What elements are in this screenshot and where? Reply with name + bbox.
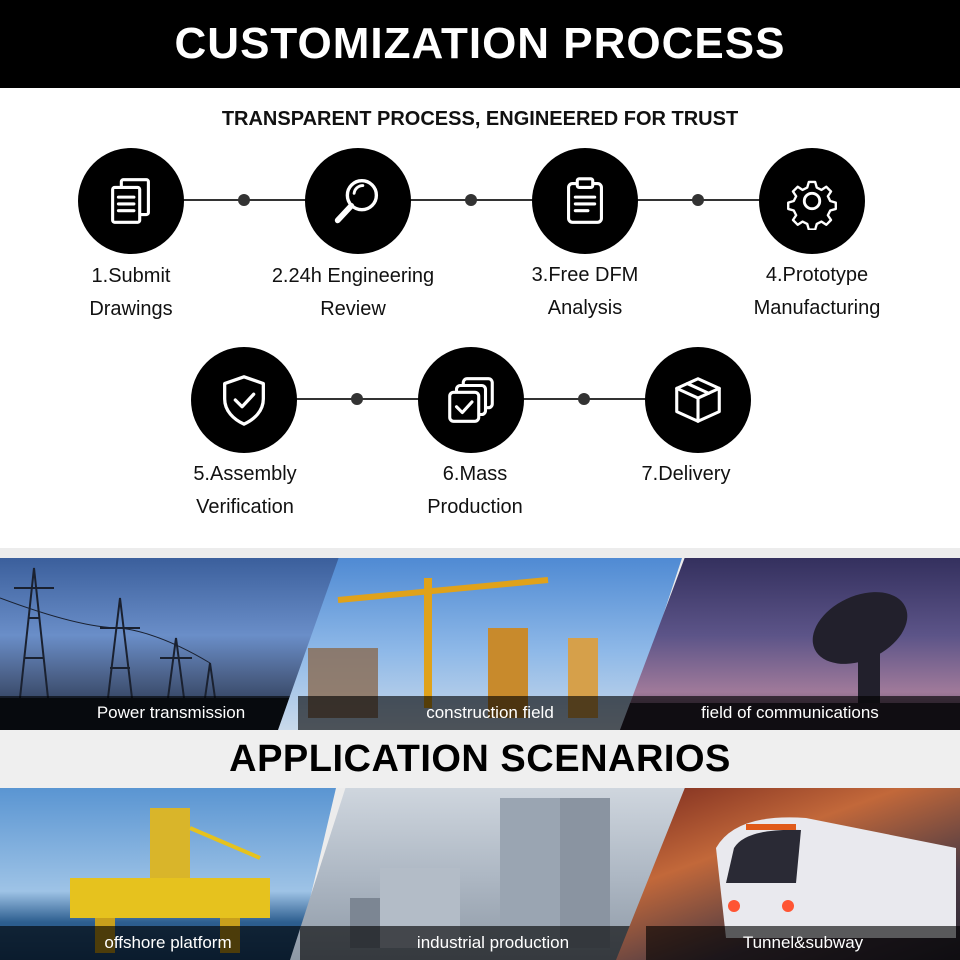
header-bar: CUSTOMIZATION PROCESS	[0, 0, 960, 88]
step-1-label: 1.Submit Drawings	[89, 265, 173, 320]
step-3-circle	[532, 148, 638, 254]
scene-field-of-communications: field of communications	[620, 558, 960, 730]
scene-tunnel-subway: Tunnel&subway	[616, 788, 960, 960]
step-1-circle	[78, 148, 184, 254]
scene-industrial-production: industrial production	[290, 788, 686, 960]
step-4-label: 4.Prototype Manufacturing	[753, 264, 881, 319]
scene-caption: Tunnel&subway	[646, 926, 960, 960]
step-2-label: 2.24h Engineering Review	[271, 265, 435, 320]
shield-check-icon	[223, 375, 265, 426]
scene-caption: construction field	[298, 696, 682, 730]
connector-dot	[465, 194, 477, 206]
step-6-circle	[418, 347, 524, 453]
step-7-circle	[645, 347, 751, 453]
train-icon	[716, 817, 956, 938]
connector-dot	[351, 393, 363, 405]
step-5-label: 5.Assembly Verification	[193, 463, 297, 518]
connector-dot	[578, 393, 590, 405]
connector-dot	[238, 194, 250, 206]
magnifier-icon	[334, 179, 379, 224]
step-5-circle	[191, 347, 297, 453]
scene-caption: field of communications	[620, 696, 960, 730]
documents-icon	[111, 178, 150, 224]
scene-caption: industrial production	[300, 926, 686, 960]
scene-construction-field: construction field	[278, 558, 682, 730]
scene-offshore-platform: offshore platform	[0, 788, 336, 960]
step-4-circle	[759, 148, 865, 254]
step-2-circle	[305, 148, 411, 254]
gear-icon	[787, 180, 837, 230]
page-title: CUSTOMIZATION PROCESS	[174, 19, 786, 68]
step-3-label: 3.Free DFM Analysis	[531, 264, 639, 319]
application-scenarios-title: APPLICATION SCENARIOS	[0, 730, 960, 788]
process-subtitle: TRANSPARENT PROCESS, ENGINEERED FOR TRUS…	[221, 108, 739, 130]
step-7-label: 7.Delivery	[641, 463, 731, 485]
stacked-check-icon	[448, 377, 494, 423]
scene-caption: offshore platform	[0, 926, 336, 960]
clipboard-icon	[567, 177, 603, 224]
box-icon	[675, 377, 721, 423]
step-6-label: 6.Mass Production	[427, 463, 523, 518]
connector-dot	[692, 194, 704, 206]
